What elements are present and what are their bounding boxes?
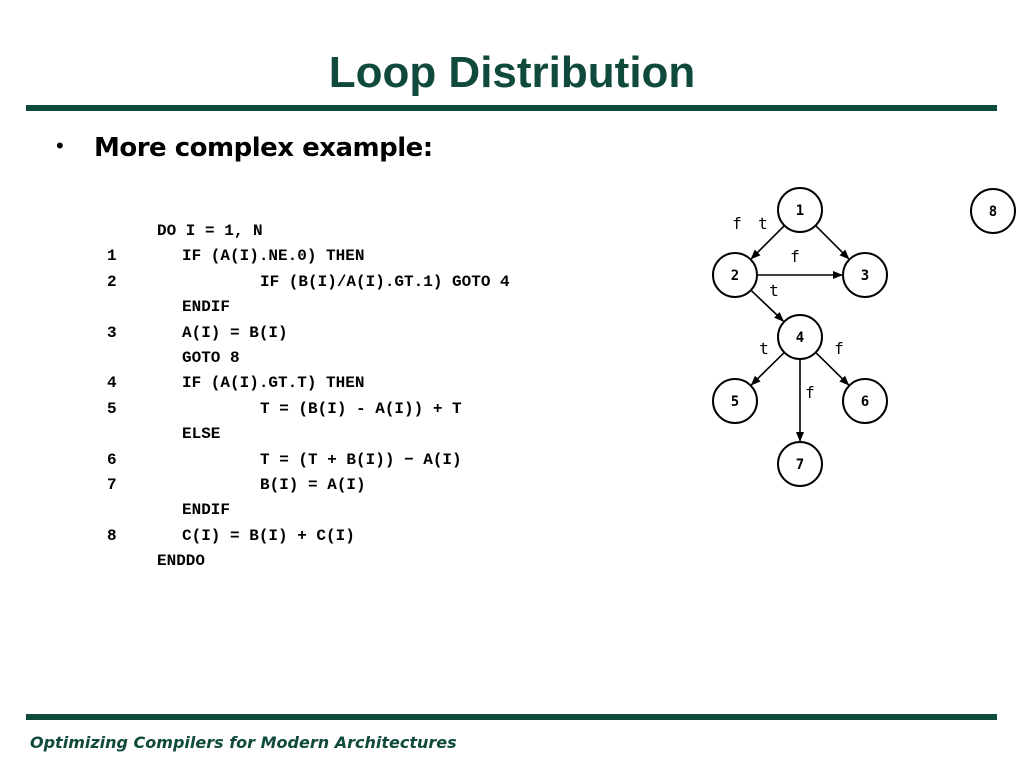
footer-divider — [26, 714, 997, 720]
line-number: 8 — [107, 526, 117, 545]
line-number: 1 — [107, 247, 117, 266]
node-label: 2 — [731, 268, 739, 284]
code-statement: IF (B(I)/A(I).GT.1) GOTO 4 — [260, 272, 510, 291]
code-statement: ENDIF — [182, 501, 231, 520]
edge-2-4 — [750, 289, 785, 322]
node-circle — [842, 378, 888, 424]
title-divider — [26, 105, 997, 111]
line-number: 6 — [107, 450, 117, 469]
node-label: 3 — [861, 268, 869, 284]
edge-1-3 — [814, 224, 850, 260]
code-statement: GOTO 8 — [182, 349, 240, 367]
cfg-node-1: 1 — [777, 187, 823, 233]
edge-label: f — [834, 339, 844, 358]
edge-label: f — [790, 247, 800, 266]
line-number: 3 — [107, 323, 117, 342]
edge-4-6 — [815, 351, 850, 386]
code-statement: IF (A(I).NE.0) THEN — [182, 247, 365, 266]
node-label: 1 — [796, 203, 804, 219]
cfg-node-5: 5 — [712, 378, 758, 424]
code-statement: C(I) = B(I) + C(I) — [182, 526, 355, 545]
line-number: 7 — [107, 476, 117, 494]
slide-title: Loop Distribution — [328, 48, 696, 97]
line-number: 5 — [107, 399, 117, 418]
cfg-node-2: 2 — [712, 252, 758, 298]
node-label: 7 — [796, 457, 804, 473]
code-statement: A(I) = B(I) — [182, 323, 288, 342]
node-circle — [712, 378, 758, 424]
bullet-text: More complex example: — [94, 133, 433, 163]
cfg-node-7: 7 — [777, 441, 823, 487]
code-statement: B(I) = A(I) — [260, 476, 366, 494]
cfg-node-3: 3 — [842, 252, 888, 298]
node-circle — [970, 188, 1016, 234]
edge-label: t — [769, 281, 779, 300]
edge-4-5 — [750, 351, 785, 386]
cfg-node-8: 8 — [970, 188, 1016, 234]
code-statement: ENDDO — [157, 552, 206, 571]
cfg-node-4: 4 — [777, 314, 823, 360]
node-label: 6 — [861, 394, 869, 410]
node-label: 5 — [731, 394, 739, 410]
line-number: 4 — [107, 374, 117, 393]
code-statement: T = (T + B(I)) − A(I) — [260, 450, 462, 469]
code-statement: DO I = 1, N — [157, 222, 263, 240]
edge-label: f — [805, 383, 815, 402]
edge-label: t — [759, 339, 769, 358]
code-statement: T = (B(I) - A(I)) + T — [260, 399, 462, 418]
bullet-icon: • — [56, 133, 64, 158]
code-statement: ELSE — [182, 425, 221, 444]
node-circle — [712, 252, 758, 298]
code-statement: ENDIF — [182, 298, 231, 317]
edge-label: t — [758, 214, 768, 233]
edge-1-2 — [750, 224, 786, 260]
node-circle — [777, 441, 823, 487]
node-circle — [777, 187, 823, 233]
node-label: 8 — [989, 204, 997, 220]
line-number: 2 — [107, 272, 117, 291]
edge-label: f — [732, 214, 742, 233]
code-statement: IF (A(I).GT.T) THEN — [182, 374, 365, 393]
node-label: 4 — [796, 330, 804, 346]
node-circle — [777, 314, 823, 360]
cfg-node-6: 6 — [842, 378, 888, 424]
node-circle — [842, 252, 888, 298]
footer-text: Optimizing Compilers for Modern Architec… — [30, 733, 457, 752]
